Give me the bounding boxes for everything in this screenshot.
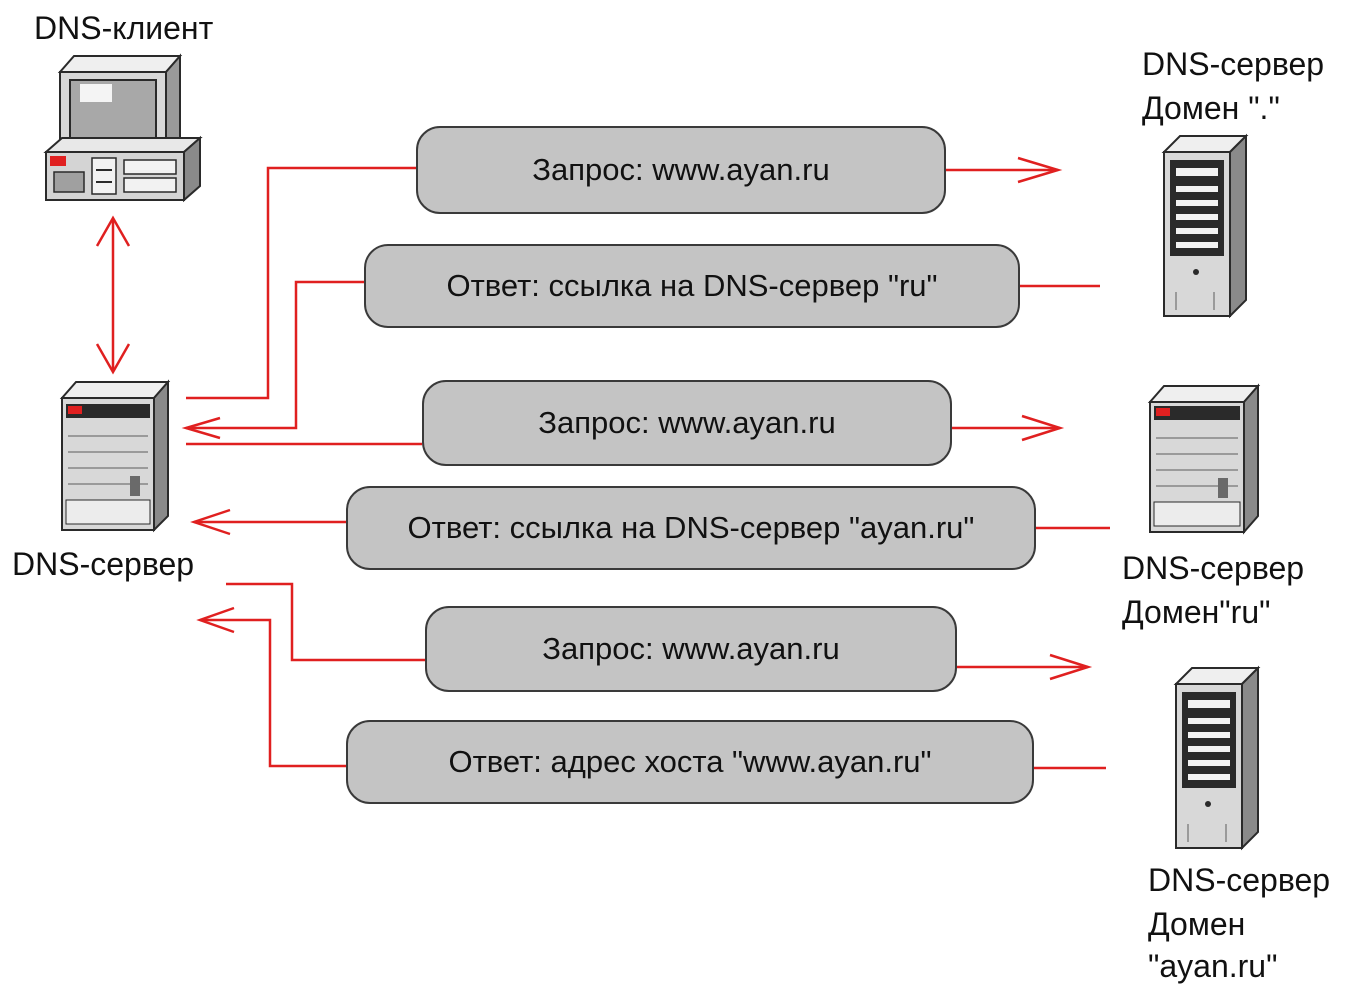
- query1-connector: [186, 166, 416, 400]
- client-computer-icon: [43, 53, 203, 203]
- root-server-label-line2: Домен ".": [1142, 90, 1280, 126]
- query1-box: Запрос: www.ayan.ru: [416, 126, 946, 214]
- ayan-server-label-line3: "ayan.ru": [1148, 948, 1278, 984]
- answer1-box: Ответ: ссылка на DNS-сервер "ru": [364, 244, 1020, 328]
- root-server-label-line1: DNS-сервер: [1142, 46, 1325, 82]
- query3-box: Запрос: www.ayan.ru: [425, 606, 957, 692]
- answer3-box: Ответ: адрес хоста "www.ayan.ru": [346, 720, 1034, 804]
- client-link-arrowhead-bottom: [95, 343, 131, 375]
- answer3-arrowhead: [196, 606, 235, 634]
- ayan-server-label-line2: Домен: [1148, 906, 1246, 942]
- ru-server-label-line2: Домен"ru": [1122, 594, 1271, 630]
- answer1-connector: [186, 280, 364, 430]
- local-server-label: DNS-сервер: [12, 546, 195, 582]
- answer1-arrowhead: [181, 416, 221, 440]
- query2-box: Запрос: www.ayan.ru: [422, 380, 952, 466]
- ru-server-icon: [1147, 383, 1261, 535]
- answer2-arrowhead: [190, 508, 231, 536]
- ayan-server-label-line1: DNS-сервер: [1148, 862, 1331, 898]
- answer3-connector: [200, 618, 346, 768]
- ru-server-label-line1: DNS-сервер: [1122, 550, 1305, 586]
- query3-arrowhead: [1049, 653, 1093, 681]
- client-link-arrowhead-top: [95, 215, 131, 247]
- ayan-server-icon: [1173, 665, 1261, 851]
- local-server-icon: [59, 379, 171, 533]
- client-label: DNS-клиент: [34, 10, 214, 46]
- query1-arrowhead: [1017, 156, 1063, 184]
- root-server-icon: [1161, 133, 1249, 319]
- answer2-box: Ответ: ссылка на DNS-сервер "ayan.ru": [346, 486, 1036, 570]
- query2-arrowhead: [1021, 414, 1065, 442]
- query3-connector: [226, 582, 425, 662]
